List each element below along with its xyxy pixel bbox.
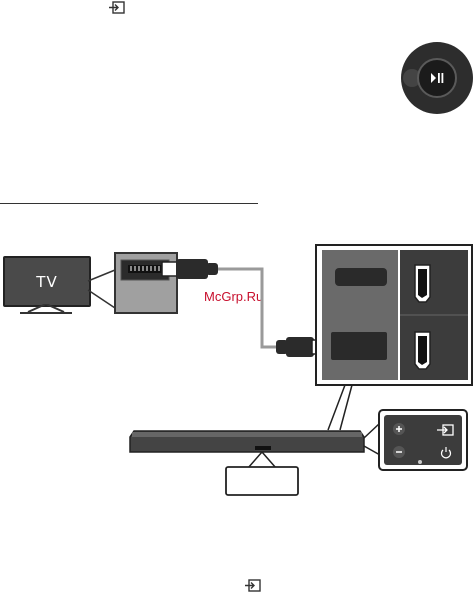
remote-play-pause-control [401, 42, 473, 114]
play-pause-icon [431, 73, 444, 83]
source-input-icon [245, 579, 261, 592]
plus-icon [393, 423, 405, 435]
soundbar [129, 430, 365, 453]
tv-label: TV [36, 272, 58, 291]
tv: TV [3, 256, 91, 307]
minus-icon [393, 446, 405, 458]
source-input-icon [109, 1, 125, 14]
watermark: McGrp.Ru [204, 289, 264, 304]
soundbar-port-callout [315, 244, 473, 386]
tv-stand [20, 304, 72, 314]
section-divider [0, 203, 258, 204]
power-icon [440, 447, 452, 459]
hdmi-cable [161, 259, 325, 357]
display-callout [225, 466, 299, 496]
connection-diagram [87, 244, 473, 496]
source-input-icon [437, 424, 454, 436]
top-control-panel [378, 409, 468, 471]
